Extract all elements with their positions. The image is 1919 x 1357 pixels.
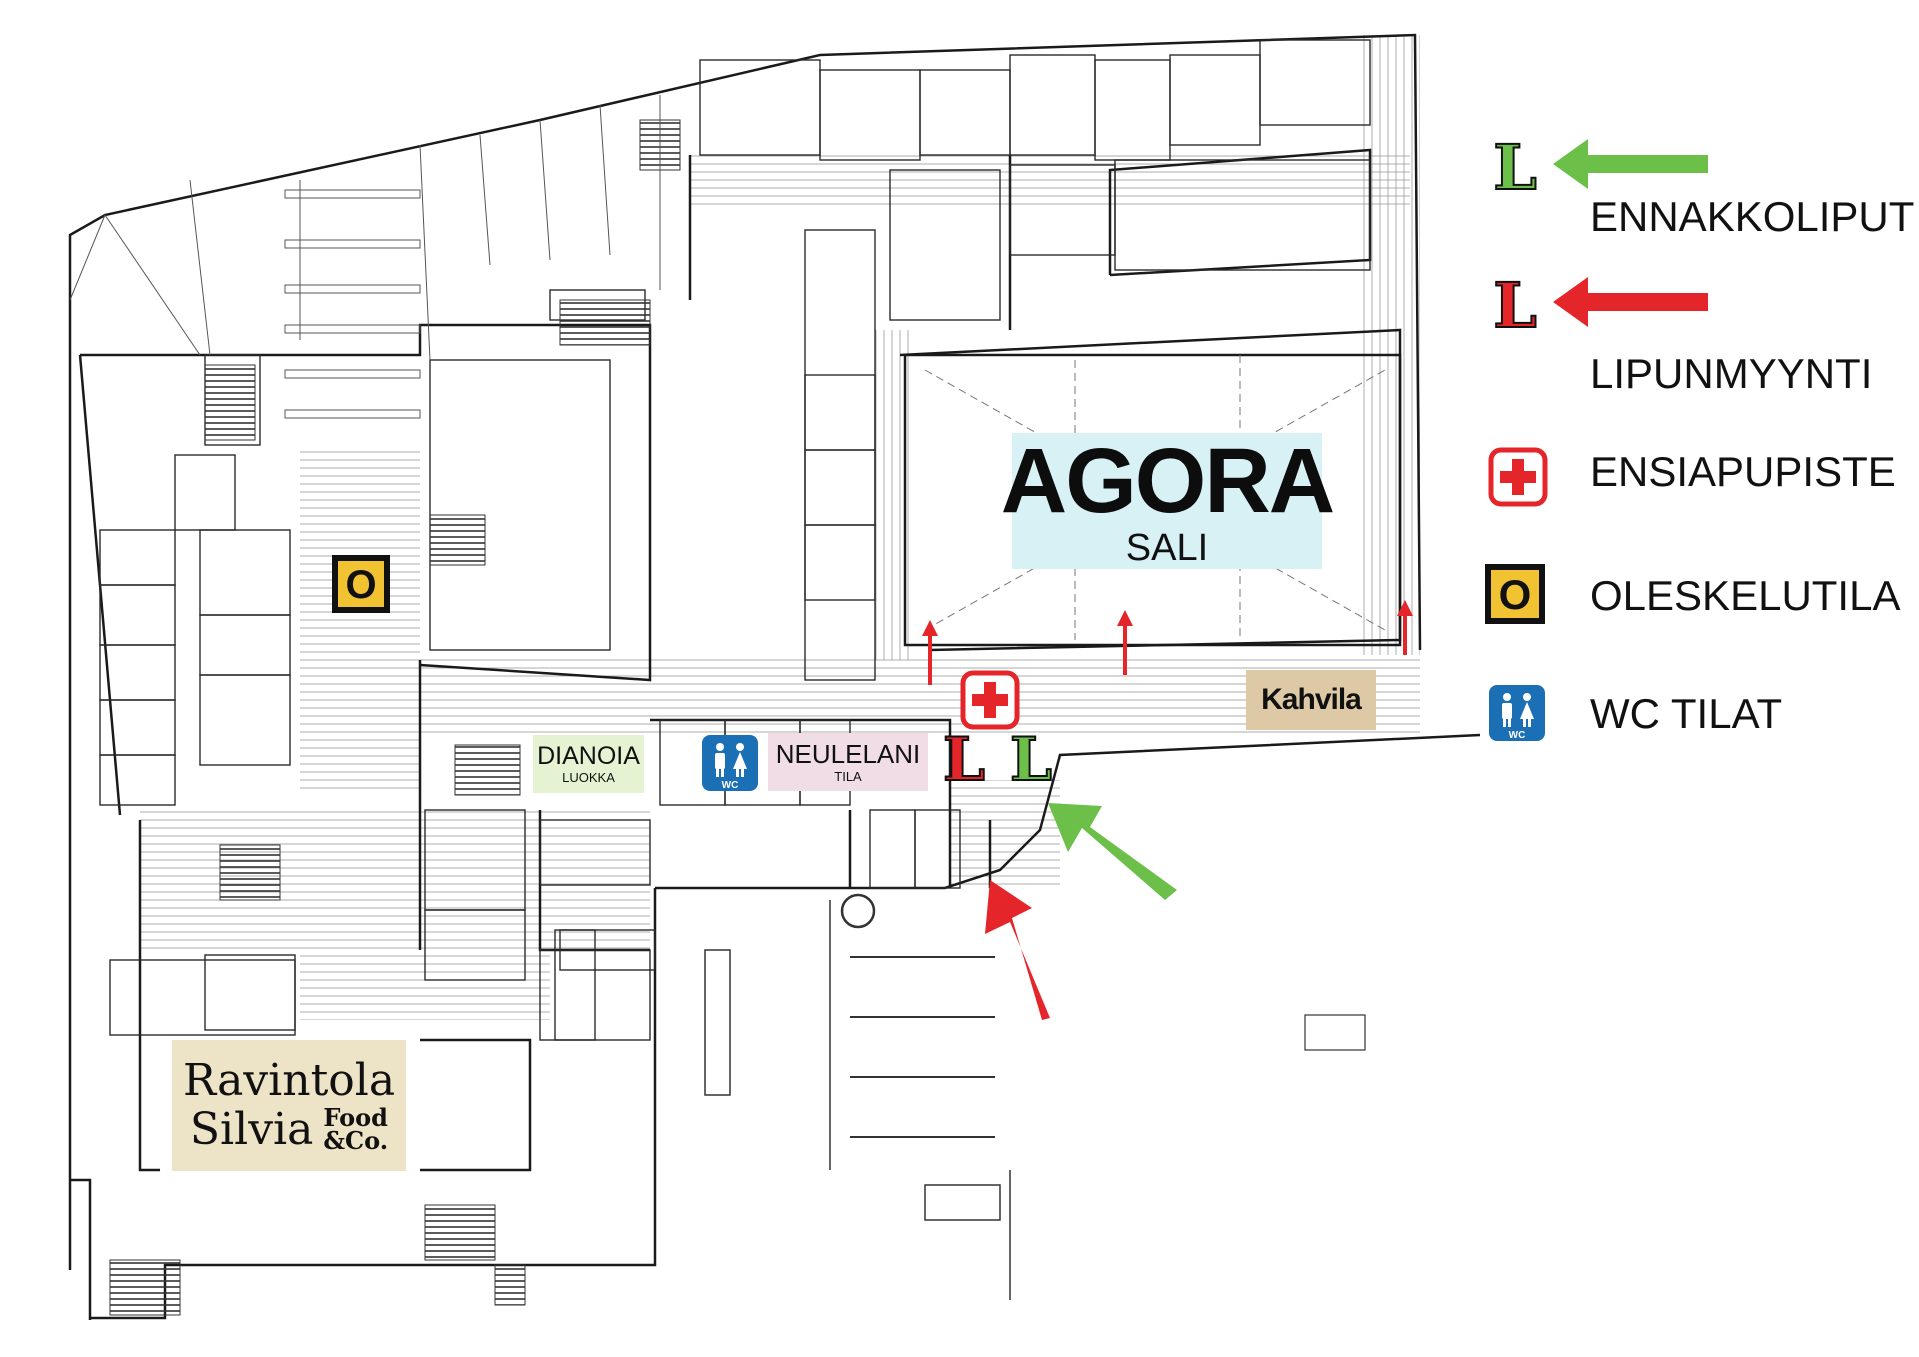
red-entrance-arrow xyxy=(985,880,1050,1020)
legend-oleskelutila: OLESKELUTILA xyxy=(1590,572,1901,619)
red-l-ticket-icon: L xyxy=(943,728,985,786)
neulelani-subtitle: TILA xyxy=(834,769,862,784)
food-co-logo: Food &Co. xyxy=(323,1105,389,1155)
ravintola-line1: Ravintola xyxy=(182,1054,396,1106)
dianoia-label: DIANOIA LUOKKA xyxy=(533,735,644,793)
first-aid-icon xyxy=(960,670,1020,730)
legend-lounge-o-letter: O xyxy=(1499,571,1532,618)
kahvila-label: Kahvila xyxy=(1246,670,1376,730)
legend-red-l-icon: L xyxy=(1493,273,1708,333)
green-l-letter: L xyxy=(1010,728,1052,786)
neulelani-label: NEULELANI TILA xyxy=(768,733,928,791)
agora-door-arrows xyxy=(922,600,1413,685)
legend-wc-tilat: WC TILAT xyxy=(1590,690,1783,737)
legend-lounge-o-icon: O xyxy=(1485,564,1545,624)
legend-ensiapupiste: ENSIAPUPISTE xyxy=(1590,448,1896,495)
food-co-line1: Food xyxy=(323,1102,388,1132)
red-l-letter: L xyxy=(943,728,985,786)
parking xyxy=(704,893,1366,1300)
agora-sali-label: AGORA SALI xyxy=(1001,433,1335,569)
legend-green-l-icon: L xyxy=(1493,135,1708,195)
rooms xyxy=(99,39,1371,1041)
agora-subtitle: SALI xyxy=(1125,527,1209,569)
legend-ennakkoliput: ENNAKKOLIPUT xyxy=(1590,193,1915,240)
entrance-arrows xyxy=(922,600,1413,1020)
food-co-line2: &Co. xyxy=(323,1125,389,1155)
lounge-o-icon: O xyxy=(332,555,390,613)
neulelani-title: NEULELANI xyxy=(775,739,921,769)
dianoia-title: DIANOIA xyxy=(537,742,640,770)
agora-title: AGORA xyxy=(1000,430,1335,532)
ravintola-silvia-label: Ravintola Silvia Food &Co. xyxy=(172,1040,406,1171)
legend-red-l-letter: L xyxy=(1493,273,1537,333)
legend-green-l-letter: L xyxy=(1493,135,1537,195)
green-entrance-arrow xyxy=(1048,803,1177,900)
roof-area xyxy=(69,95,661,419)
wc-icon: WC xyxy=(702,735,758,791)
wc-text: WC xyxy=(722,780,739,791)
lounge-o-letter: O xyxy=(345,563,376,607)
legend-first-aid-icon xyxy=(1488,447,1548,507)
legend-wc-text: WC xyxy=(1509,730,1526,741)
legend-lipunmyynti: LIPUNMYYNTI xyxy=(1590,350,1873,397)
green-l-ticket-icon: L xyxy=(1010,728,1052,786)
ravintola-line2: Silvia xyxy=(189,1103,314,1155)
legend-wc-icon: WC xyxy=(1489,685,1545,741)
dianoia-subtitle: LUOKKA xyxy=(562,770,615,785)
